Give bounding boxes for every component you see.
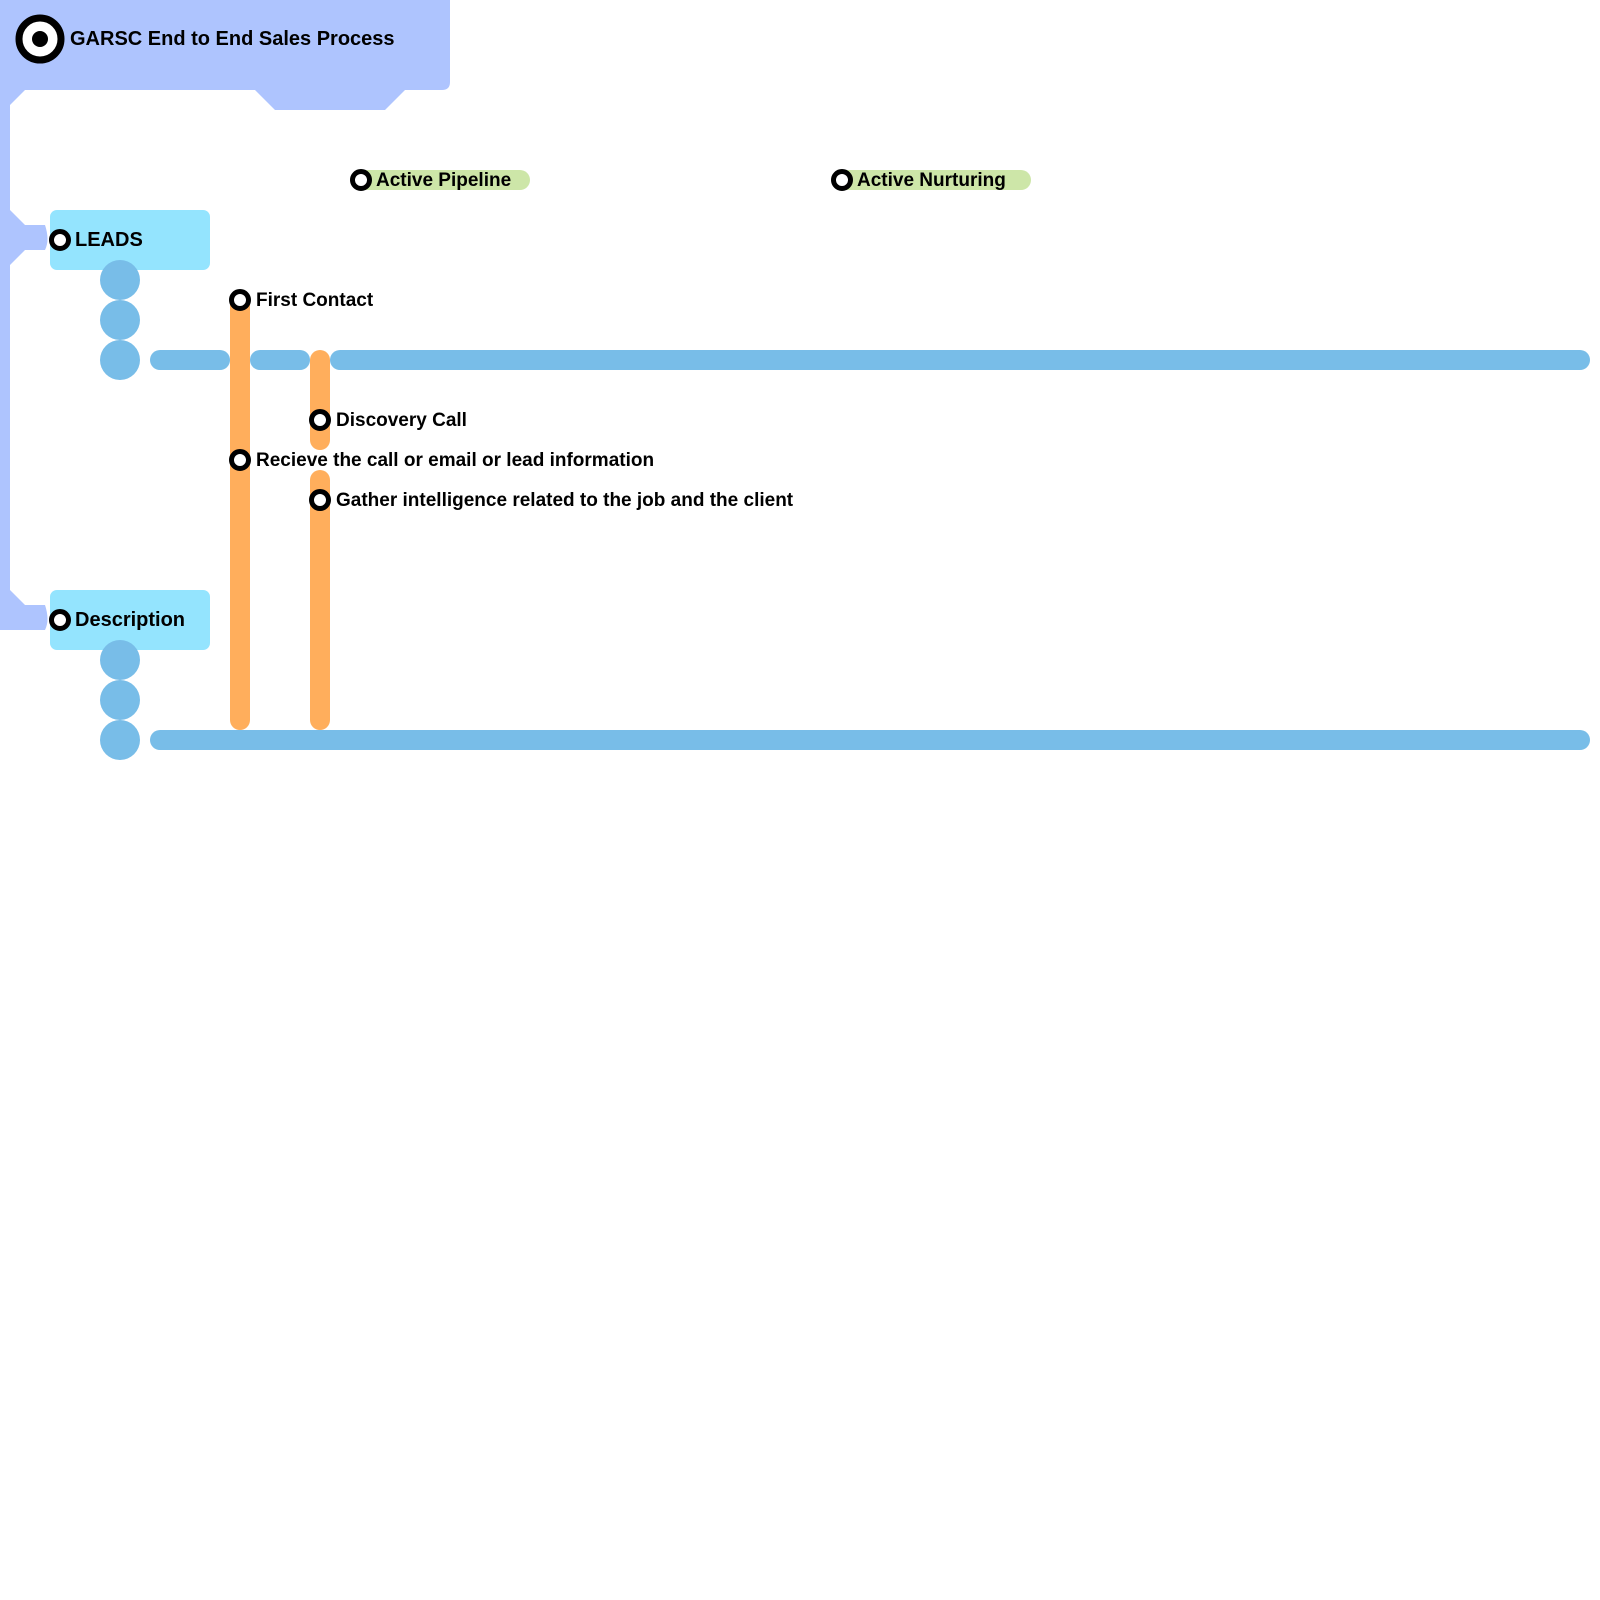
lane-dot: [100, 300, 140, 340]
step-label: Discovery Call: [336, 410, 467, 431]
phase-active-nurturing[interactable]: Active Nurturing: [831, 169, 1032, 191]
swimlane-box: [50, 210, 210, 270]
step-label: First Contact: [256, 290, 374, 311]
swimlane-leads[interactable]: LEADS: [49, 210, 1590, 380]
station-icon: [229, 449, 251, 471]
step-label: Gather intelligence related to the job a…: [336, 490, 794, 511]
lane-dot: [100, 340, 140, 380]
swimlane-box: [50, 590, 210, 650]
phase-active-pipeline[interactable]: Active Pipeline: [350, 169, 531, 191]
step-gather-intelligence[interactable]: Gather intelligence related to the job a…: [309, 489, 794, 511]
lane-dot: [100, 640, 140, 680]
step-first-contact[interactable]: First Contact: [229, 289, 374, 311]
lane-dot: [100, 680, 140, 720]
header-band-shape: [0, 0, 450, 630]
station-icon: [49, 609, 71, 631]
header-band: [0, 0, 450, 630]
station-icon: [309, 409, 331, 431]
swimlane-label: LEADS: [75, 229, 143, 251]
phase-pill: [355, 170, 530, 190]
station-icon: [350, 169, 372, 191]
swimlane-description[interactable]: Description: [49, 590, 1590, 760]
phase-pill: [836, 170, 1031, 190]
step-discovery-call[interactable]: Discovery Call: [309, 409, 467, 431]
step-receive-lead[interactable]: Recieve the call or email or lead inform…: [229, 449, 655, 471]
lane-dot: [100, 260, 140, 300]
phase-label: Active Pipeline: [376, 170, 511, 191]
station-icon: [229, 289, 251, 311]
page-title: GARSC End to End Sales Process: [70, 28, 395, 50]
target-icon-center: [32, 31, 48, 47]
title-group: GARSC End to End Sales Process: [15, 14, 395, 64]
step-label: Recieve the call or email or lead inform…: [256, 450, 654, 471]
lane-dot: [100, 720, 140, 760]
phase-label: Active Nurturing: [857, 170, 1006, 191]
station-icon: [831, 169, 853, 191]
station-icon: [309, 489, 331, 511]
station-icon: [49, 229, 71, 251]
swimlane-label: Description: [75, 609, 185, 631]
